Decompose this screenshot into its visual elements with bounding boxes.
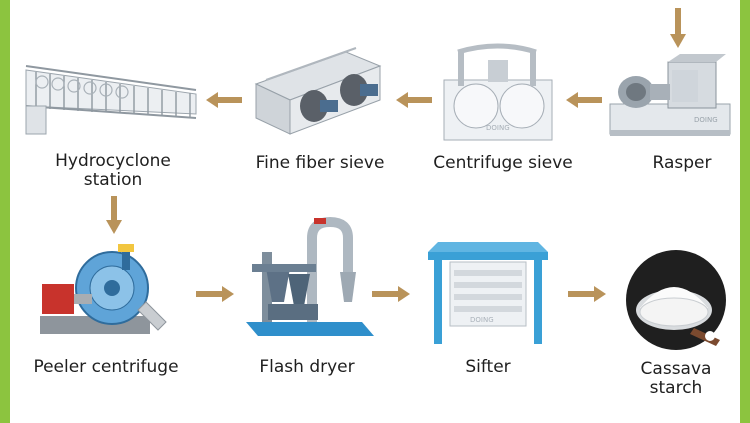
label-hydrocyclone-station: Hydrocyclone station [30,152,196,190]
label-cassava-line2: starch [649,378,703,398]
arrow-left-centrifuge-to-fine-fiber [396,92,432,108]
label-hydrocyclone-line1: Hydrocyclone [55,151,171,171]
rasper-icon: DOING [606,52,734,142]
arrow-right-flash-dryer-to-sifter [372,286,410,302]
peeler-centrifuge-icon [34,238,170,342]
svg-text:DOING: DOING [470,316,494,324]
sifter-icon: DOING [424,232,552,350]
label-centrifuge-sieve: Centrifuge sieve [433,153,573,173]
centrifuge-sieve-icon: DOING [438,40,558,148]
fine-fiber-sieve-icon [246,44,386,142]
label-cassava-starch: Cassava starch [626,360,726,398]
left-green-border [0,0,10,423]
label-rasper: Rasper [652,153,712,173]
label-flash-dryer: Flash dryer [259,357,355,377]
label-peeler-centrifuge: Peeler centrifuge [33,357,179,377]
cassava-starch-icon [622,250,730,352]
arrow-down-to-peeler [106,196,122,234]
label-fine-fiber-sieve: Fine fiber sieve [255,153,385,173]
arrow-left-rasper-to-centrifuge [566,92,602,108]
right-green-border [740,0,750,423]
hydrocyclone-station-icon [22,56,200,138]
flash-dryer-icon [244,212,376,344]
label-sifter: Sifter [465,357,511,377]
svg-text:DOING: DOING [694,116,718,124]
label-cassava-line1: Cassava [640,359,712,379]
label-hydrocyclone-line2: station [83,170,143,190]
arrow-right-sifter-to-cassava-starch [568,286,606,302]
arrow-left-fine-fiber-to-hydrocyclone [206,92,242,108]
arrow-right-peeler-to-flash-dryer [196,286,234,302]
arrow-down-to-rasper [670,8,686,48]
svg-text:DOING: DOING [486,124,510,132]
